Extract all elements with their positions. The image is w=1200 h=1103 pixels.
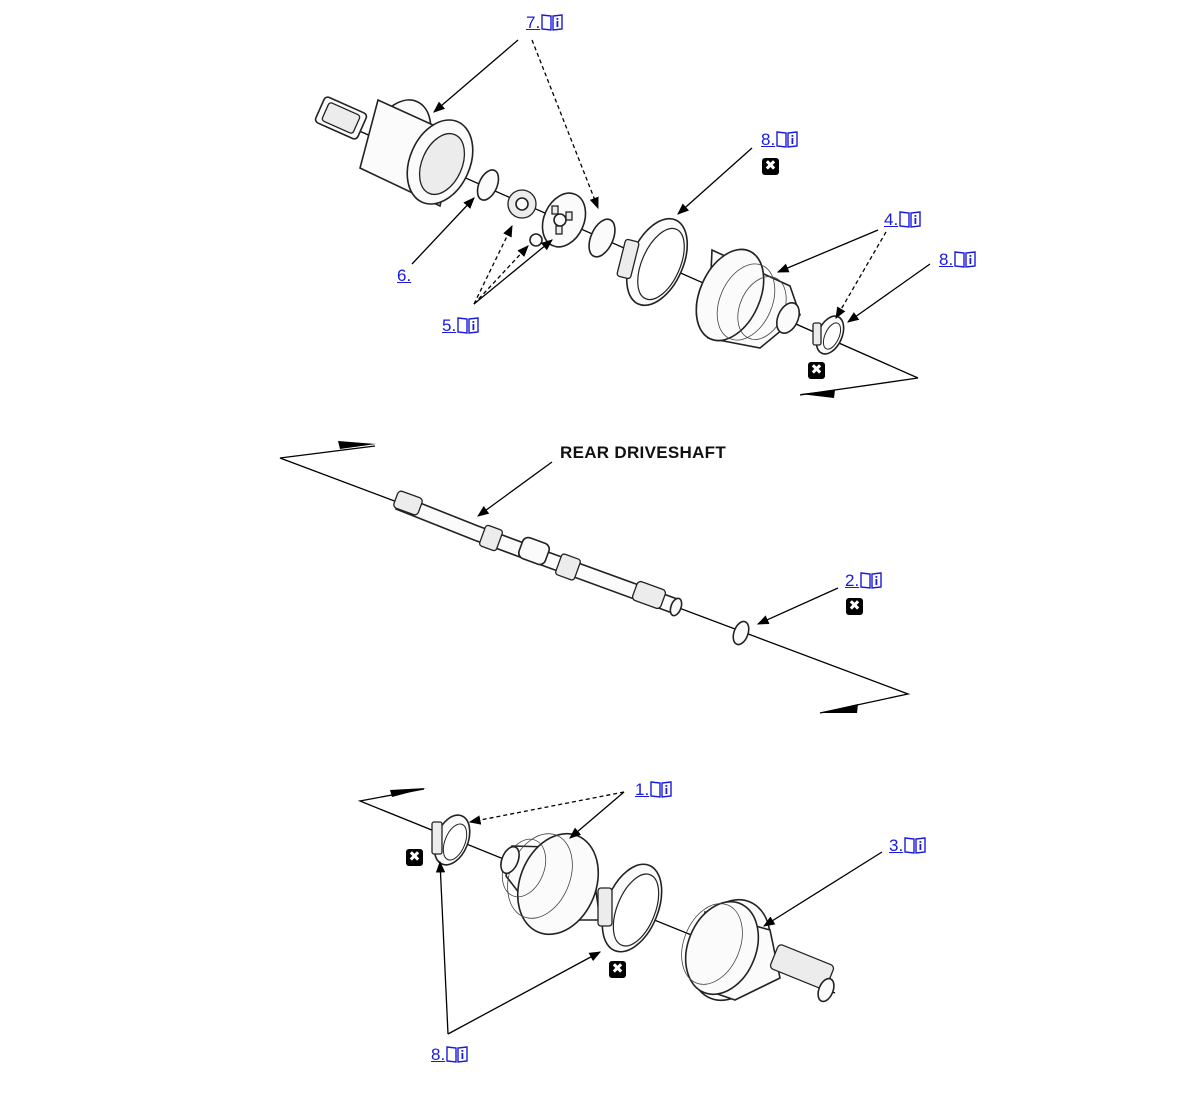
shaft-group (279, 441, 911, 714)
callout-8-bottom[interactable]: 8. (431, 1045, 468, 1065)
non-reusable-part-icon: ✖ (406, 849, 423, 866)
shaft-circlip (732, 620, 750, 646)
callout-number: 8. (431, 1045, 446, 1064)
manual-info-icon (650, 781, 672, 798)
callout-number: 8. (761, 130, 776, 149)
ball-bearing (529, 233, 543, 247)
diagram-title: REAR DRIVESHAFT (560, 443, 727, 462)
manual-info-icon (904, 837, 926, 854)
bearing-cage (541, 192, 587, 248)
callout-8-right[interactable]: 8. (939, 250, 976, 270)
callout-7[interactable]: 7. (526, 13, 563, 33)
inboard-joint-group (314, 39, 931, 398)
callout-number: 8. (939, 250, 954, 269)
inboard-joint-housing (314, 96, 474, 208)
snap-ring (476, 169, 500, 201)
callout-number: 7. (526, 13, 541, 32)
callout-number: 2. (845, 571, 860, 590)
manual-info-icon (457, 317, 479, 334)
boot-band-small (812, 315, 845, 355)
non-reusable-part-icon: ✖ (762, 158, 779, 175)
callout-2[interactable]: 2. (845, 571, 882, 591)
manual-info-icon (899, 211, 921, 228)
callout-6[interactable]: 6. (397, 266, 411, 286)
manual-info-icon (776, 131, 798, 148)
non-reusable-part-icon: ✖ (609, 961, 626, 978)
callout-number: 3. (889, 836, 904, 855)
callout-number: 4. (884, 210, 899, 229)
callout-1[interactable]: 1. (635, 780, 672, 800)
manual-info-icon (860, 572, 882, 589)
manual-info-icon (446, 1046, 468, 1063)
callout-3[interactable]: 3. (889, 836, 926, 856)
outboard-band-small (431, 814, 471, 866)
callout-number: 1. (635, 780, 650, 799)
callout-number: 5. (442, 316, 457, 335)
callout-8-top[interactable]: 8. (761, 130, 798, 150)
callout-5[interactable]: 5. (442, 316, 479, 336)
outboard-band-large (597, 863, 663, 953)
circlip (588, 218, 616, 258)
outboard-joint-group (357, 788, 883, 1035)
callout-number: 6. (397, 266, 412, 285)
inboard-boot (695, 248, 801, 349)
non-reusable-part-icon: ✖ (808, 362, 825, 379)
manual-info-icon (541, 14, 563, 31)
callout-4[interactable]: 4. (884, 210, 921, 230)
manual-info-icon (954, 251, 976, 268)
outboard-joint (681, 898, 835, 1003)
non-reusable-part-icon: ✖ (846, 598, 863, 615)
outboard-boot (500, 832, 601, 936)
inner-race (507, 189, 537, 219)
boot-band-large (616, 217, 689, 307)
rear-driveshaft (393, 490, 683, 617)
